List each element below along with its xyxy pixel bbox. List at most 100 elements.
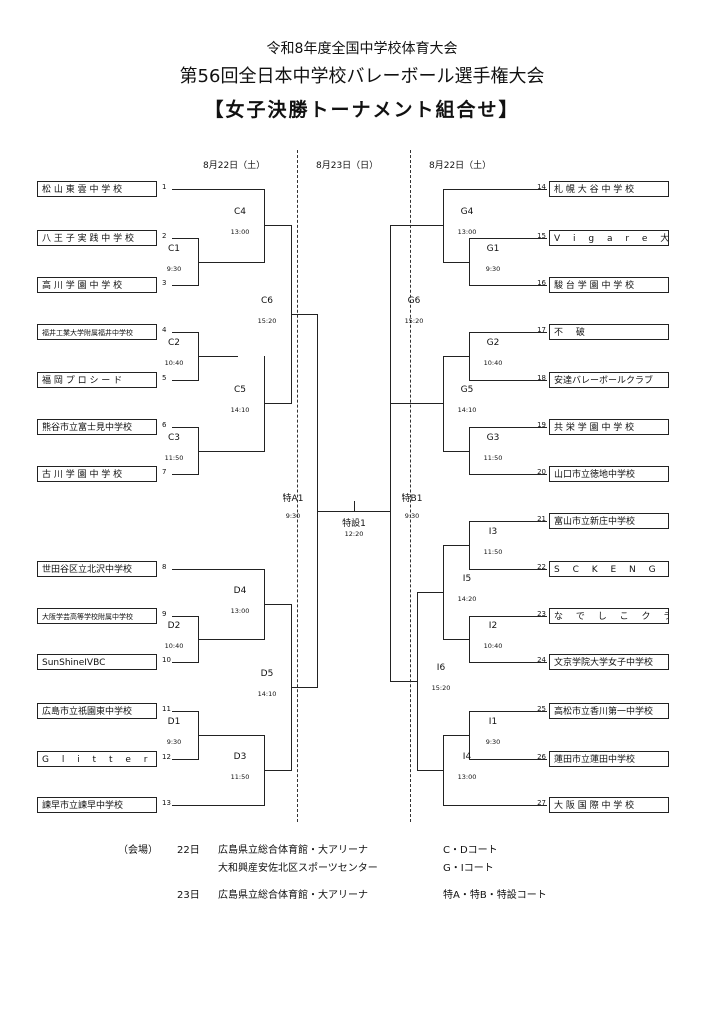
- match-label: G1: [486, 243, 500, 254]
- seed-number: 13: [162, 799, 171, 807]
- venue-day23-court: 特A・特B・特設コート: [443, 890, 547, 901]
- bracket-line: [264, 225, 292, 227]
- match-label: I1: [488, 717, 498, 727]
- match-time: 14:10: [230, 406, 250, 415]
- match-time: 15:20: [404, 317, 424, 326]
- date-right: 8月22日（土）: [429, 161, 492, 171]
- team-box: 八 王 子 実 践 中 学 校: [37, 230, 157, 246]
- match-time: 9:30: [485, 738, 501, 746]
- bracket-line: [291, 687, 318, 688]
- bracket-line: [443, 805, 524, 806]
- bracket-line: [443, 450, 470, 452]
- match-time: 10:40: [164, 359, 184, 367]
- bracket-line: [390, 225, 444, 227]
- team-box: 広島市立祇園東中学校: [37, 703, 157, 719]
- venue-day22: 22日: [177, 845, 200, 856]
- match-label: C2: [167, 338, 180, 348]
- bracket-line: [390, 681, 418, 682]
- bracket-line: [469, 521, 524, 522]
- match-label: I5: [462, 574, 472, 584]
- match-label: I6: [436, 663, 446, 673]
- bracket-line: [443, 189, 524, 190]
- day-divider-right: [410, 150, 411, 822]
- tournament-series-title: 令和8年度全国中学校体育大会: [266, 41, 458, 57]
- team-box: 熊谷市立富士見中学校: [37, 419, 157, 435]
- seed-number: 25: [537, 705, 546, 713]
- bracket-line: [264, 403, 292, 405]
- match-time: 9:30: [166, 738, 182, 746]
- match-label: I2: [488, 621, 498, 631]
- seed-number: 15: [537, 232, 546, 240]
- team-box: 高 川 学 園 中 学 校: [37, 277, 157, 293]
- seed-number: 8: [162, 563, 167, 571]
- team-line: [172, 759, 199, 760]
- venue-day22-court2: G・Iコート: [443, 863, 494, 874]
- team-line: [523, 238, 547, 239]
- match-time: 12:20: [344, 529, 364, 538]
- match-time: 15:20: [431, 684, 451, 692]
- bracket-line: [469, 238, 524, 239]
- bracket-line: [443, 639, 470, 640]
- team-box: 世田谷区立北沢中学校: [37, 561, 157, 577]
- team-line: [172, 662, 199, 663]
- bracket-line: [469, 332, 524, 333]
- seed-number: 17: [537, 326, 546, 334]
- team-line: [172, 238, 199, 239]
- final-line: [354, 500, 355, 512]
- bracket-line: [264, 770, 292, 771]
- match-label: 特設1: [342, 518, 366, 529]
- team-line: [172, 616, 199, 617]
- bracket-line: [469, 380, 524, 381]
- bracket-line: [417, 770, 444, 771]
- bracket-line: [469, 569, 524, 570]
- bracket-line: [390, 314, 391, 682]
- bracket-line: [264, 604, 292, 605]
- match-label: D4: [233, 586, 247, 596]
- match-label: D1: [167, 717, 181, 727]
- match-time: 13:00: [230, 607, 250, 615]
- team-line: [523, 521, 547, 522]
- seed-number: 5: [162, 374, 167, 382]
- match-time: 15:20: [257, 317, 277, 326]
- team-line: [172, 332, 199, 333]
- match-label: G3: [486, 432, 500, 443]
- match-time: 10:40: [483, 359, 503, 367]
- match-time: 11:50: [483, 548, 503, 556]
- match-time: 11:50: [164, 453, 184, 462]
- venue-day23: 23日: [177, 890, 200, 901]
- team-line: [523, 474, 547, 475]
- bracket-line: [469, 616, 524, 617]
- team-line: [523, 662, 547, 663]
- team-box: SunShineIVBC: [37, 654, 157, 670]
- team-line: [172, 380, 199, 381]
- team-box: 富山市立新庄中学校: [549, 513, 669, 529]
- bracket-line: [443, 261, 470, 263]
- team-line: [523, 380, 547, 381]
- match-label: 特B1: [401, 493, 423, 504]
- match-time: 9:30: [285, 511, 301, 520]
- team-box: 文京学院大学女子中学校: [549, 654, 669, 670]
- team-box: 不 破: [549, 324, 669, 340]
- match-time: 11:50: [483, 453, 503, 462]
- bracket-line: [469, 711, 524, 712]
- seed-number: 18: [537, 374, 546, 382]
- team-box: 共 栄 学 園 中 学 校: [549, 419, 669, 435]
- team-line: [523, 427, 547, 428]
- bracket-line: [198, 450, 265, 452]
- bracket-line: [198, 261, 265, 263]
- bracket-line: [469, 474, 524, 475]
- team-box: 福 岡 プ ロ シ ー ド: [37, 372, 157, 388]
- bracket-line: [443, 545, 470, 546]
- seed-number: 24: [537, 656, 546, 664]
- match-label: 特A1: [282, 493, 304, 504]
- seed-number: 23: [537, 610, 546, 618]
- day-divider-left: [297, 150, 298, 822]
- seed-number: 11: [162, 705, 171, 713]
- team-box: S C K E N G ' s: [549, 561, 669, 577]
- bracket-line: [469, 427, 524, 428]
- venue-day23-site: 広島県立総合体育館・大アリーナ: [218, 890, 368, 901]
- bracket-line: [443, 735, 470, 736]
- match-label: G2: [486, 338, 500, 348]
- seed-number: 3: [162, 279, 167, 287]
- date-left: 8月22日（土）: [203, 161, 266, 171]
